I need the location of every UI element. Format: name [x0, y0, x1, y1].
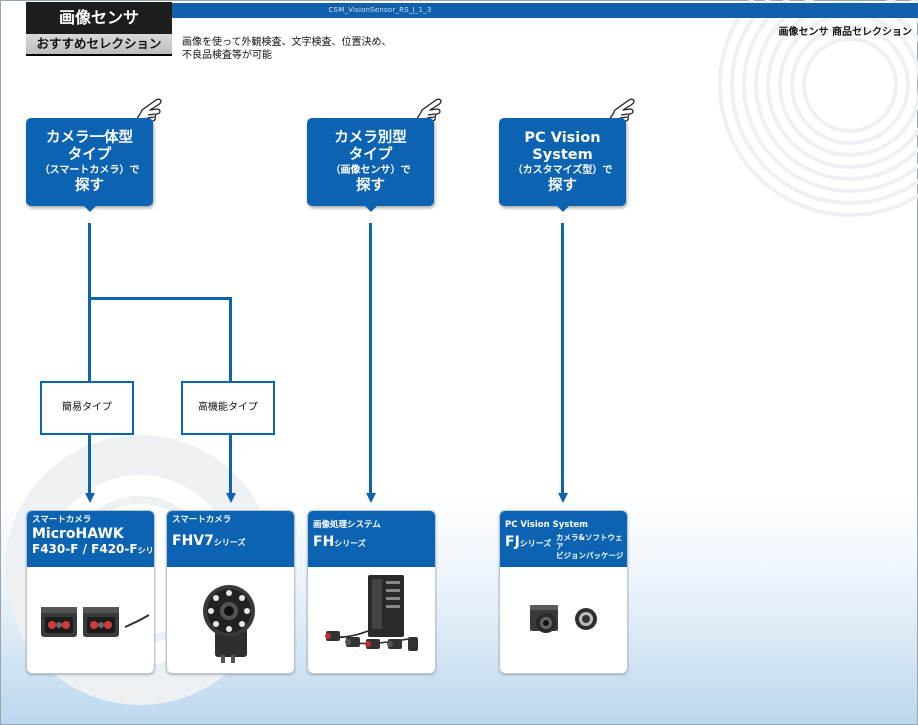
search-button-line: PC Vision [524, 129, 601, 146]
page-subtitle: おすすめセレクション [26, 34, 172, 56]
search-smart-camera-button[interactable]: カメラ一体型 タイプ （スマートカメラ）で 探す [26, 118, 153, 212]
page-title: 画像センサ [26, 2, 172, 34]
product-category: PC Vision System [505, 520, 588, 530]
description-line-2: 不良品検査等が可能 [182, 49, 272, 61]
fh-system-image [325, 575, 418, 651]
flow-line [561, 223, 564, 493]
search-vision-sensor-button[interactable]: カメラ別型 タイプ （画像センサ）で 探す [307, 118, 434, 212]
flow-line [229, 435, 232, 493]
product-note: カメラ&ソフトウェア ビジョンパッケージ [556, 533, 627, 560]
button-notch [555, 205, 570, 212]
product-card-fh[interactable]: 画像処理システム FHシリーズ [307, 510, 436, 674]
flow-line [88, 223, 91, 300]
page-description: 画像を使って外観検査、文字検査、位置決め、 不良品検査等が可能 [182, 37, 442, 62]
search-button-line: 探す [548, 177, 577, 194]
document-id: CSM_VisionSensor_RS_J_1_3 [328, 6, 432, 14]
product-model: FHシリーズ [313, 535, 366, 551]
product-category: 画像処理システム [313, 520, 381, 530]
product-suffix: シリーズ [213, 538, 246, 547]
search-button-line: 探す [356, 177, 385, 194]
flow-line [88, 435, 91, 493]
product-category: スマートカメラ [32, 515, 92, 525]
product-name: FH [313, 534, 335, 550]
search-button-line: タイプ [67, 146, 112, 163]
section-label: 画像センサ 商品セレクション [778, 27, 912, 38]
product-card-fhv7[interactable]: スマートカメラ FHV7シリーズ [166, 510, 295, 674]
search-button-line: （スマートカメラ）で [39, 164, 140, 176]
type-high-function-button[interactable]: 高機能タイプ [181, 381, 275, 435]
fhv7-camera-image [203, 585, 255, 663]
product-model: FJシリーズ [505, 535, 551, 551]
pointing-hand-icon [413, 98, 442, 124]
button-notch [363, 205, 378, 212]
card-header: スマートカメラ MicroHAWK F430-F / F420-Fシリーズ [27, 511, 154, 567]
flow-line [369, 223, 372, 493]
flow-arrow [365, 493, 376, 503]
product-note-line-1: カメラ&ソフトウェア [556, 533, 623, 551]
type-simple-button[interactable]: 簡易タイプ [40, 381, 134, 435]
flow-line [88, 297, 91, 381]
flow-line [88, 297, 232, 300]
card-header: スマートカメラ FHV7シリーズ [167, 511, 294, 567]
card-header: 画像処理システム FHシリーズ [308, 511, 435, 567]
search-button-line: System [532, 146, 593, 163]
pointing-hand-icon [133, 98, 162, 124]
product-name: FJ [505, 534, 520, 550]
product-card-microhawk[interactable]: スマートカメラ MicroHAWK F430-F / F420-Fシリーズ [26, 510, 155, 674]
product-model-text: F430-F / F420-F [32, 542, 138, 556]
search-button-line: カメラ別型 [334, 129, 407, 146]
flow-arrow [84, 493, 95, 503]
fj-camera-image [530, 605, 597, 633]
product-name: MicroHAWK [32, 526, 124, 542]
product-note-line-2: ビジョンパッケージ [556, 551, 624, 560]
product-name: FHV7 [172, 533, 214, 549]
top-bar [170, 3, 918, 18]
microhawk-camera-image [41, 607, 150, 637]
product-card-fj[interactable]: PC Vision System FJシリーズ カメラ&ソフトウェア ビジョンパ… [499, 510, 628, 674]
card-header: PC Vision System FJシリーズ カメラ&ソフトウェア ビジョンパ… [500, 511, 627, 567]
search-button-line: （画像センサ）で [330, 164, 411, 176]
pointing-hand-icon [606, 98, 635, 124]
flow-arrow [225, 493, 236, 503]
product-suffix: シリーズ [519, 539, 552, 548]
description-line-1: 画像を使って外観検査、文字検査、位置決め、 [182, 37, 392, 48]
product-model: FHV7シリーズ [172, 534, 245, 550]
button-notch [82, 205, 97, 212]
flow-arrow [557, 493, 568, 503]
product-suffix: シリーズ [137, 546, 154, 555]
search-pc-vision-button[interactable]: PC Vision System （カスタマイズ型）で 探す [499, 118, 626, 212]
search-button-line: タイプ [348, 146, 393, 163]
product-model: F430-F / F420-Fシリーズ [32, 542, 154, 558]
product-suffix: シリーズ [334, 539, 366, 548]
flow-line [229, 297, 232, 381]
search-button-line: （カスタマイズ型）で [512, 164, 613, 176]
search-button-line: 探す [75, 177, 104, 194]
search-button-line: カメラ一体型 [46, 129, 133, 146]
product-category: スマートカメラ [172, 515, 232, 525]
